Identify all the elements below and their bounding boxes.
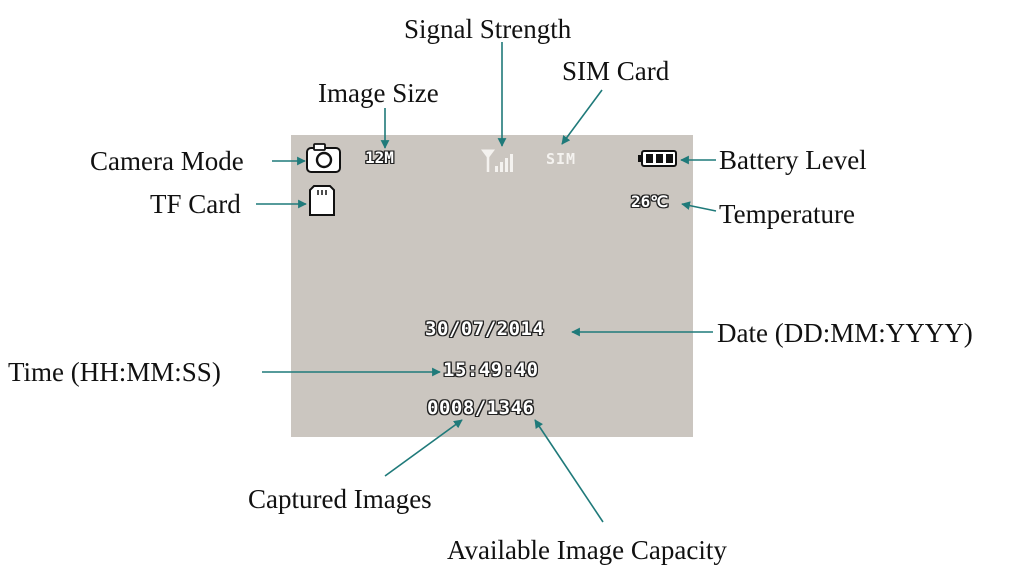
label-image-size: Image Size [318, 78, 439, 108]
arrow-captured-images [384, 419, 463, 477]
date-readout: 30/07/2014 [425, 318, 545, 340]
label-date: Date (DD:MM:YYYY) [717, 318, 973, 348]
label-signal-strength: Signal Strength [404, 14, 572, 44]
arrow-sim-card [561, 89, 603, 145]
camera-icon [306, 143, 341, 173]
signal-antenna-icon [481, 149, 513, 172]
sim-indicator: SIM [546, 150, 577, 168]
label-sim-card: SIM Card [562, 56, 670, 86]
counter-readout: 0008/1346 [427, 397, 535, 419]
label-battery-level: Battery Level [719, 145, 867, 175]
label-temperature: Temperature [719, 199, 856, 229]
label-camera-mode: Camera Mode [90, 146, 244, 176]
temperature-readout: 26℃ [631, 192, 669, 211]
label-available-capacity: Available Image Capacity [447, 535, 727, 565]
arrow-available-capacity [534, 419, 604, 523]
lcd-screen [291, 135, 693, 437]
arrow-temperature [681, 201, 717, 212]
tf-card-icon [309, 185, 335, 216]
label-tf-card: TF Card [150, 189, 241, 219]
time-readout: 15:49:40 [443, 359, 539, 381]
image-size-readout: 12M [365, 148, 394, 167]
label-time: Time (HH:MM:SS) [8, 357, 221, 387]
battery-icon [638, 150, 677, 167]
label-captured-images: Captured Images [248, 484, 432, 514]
